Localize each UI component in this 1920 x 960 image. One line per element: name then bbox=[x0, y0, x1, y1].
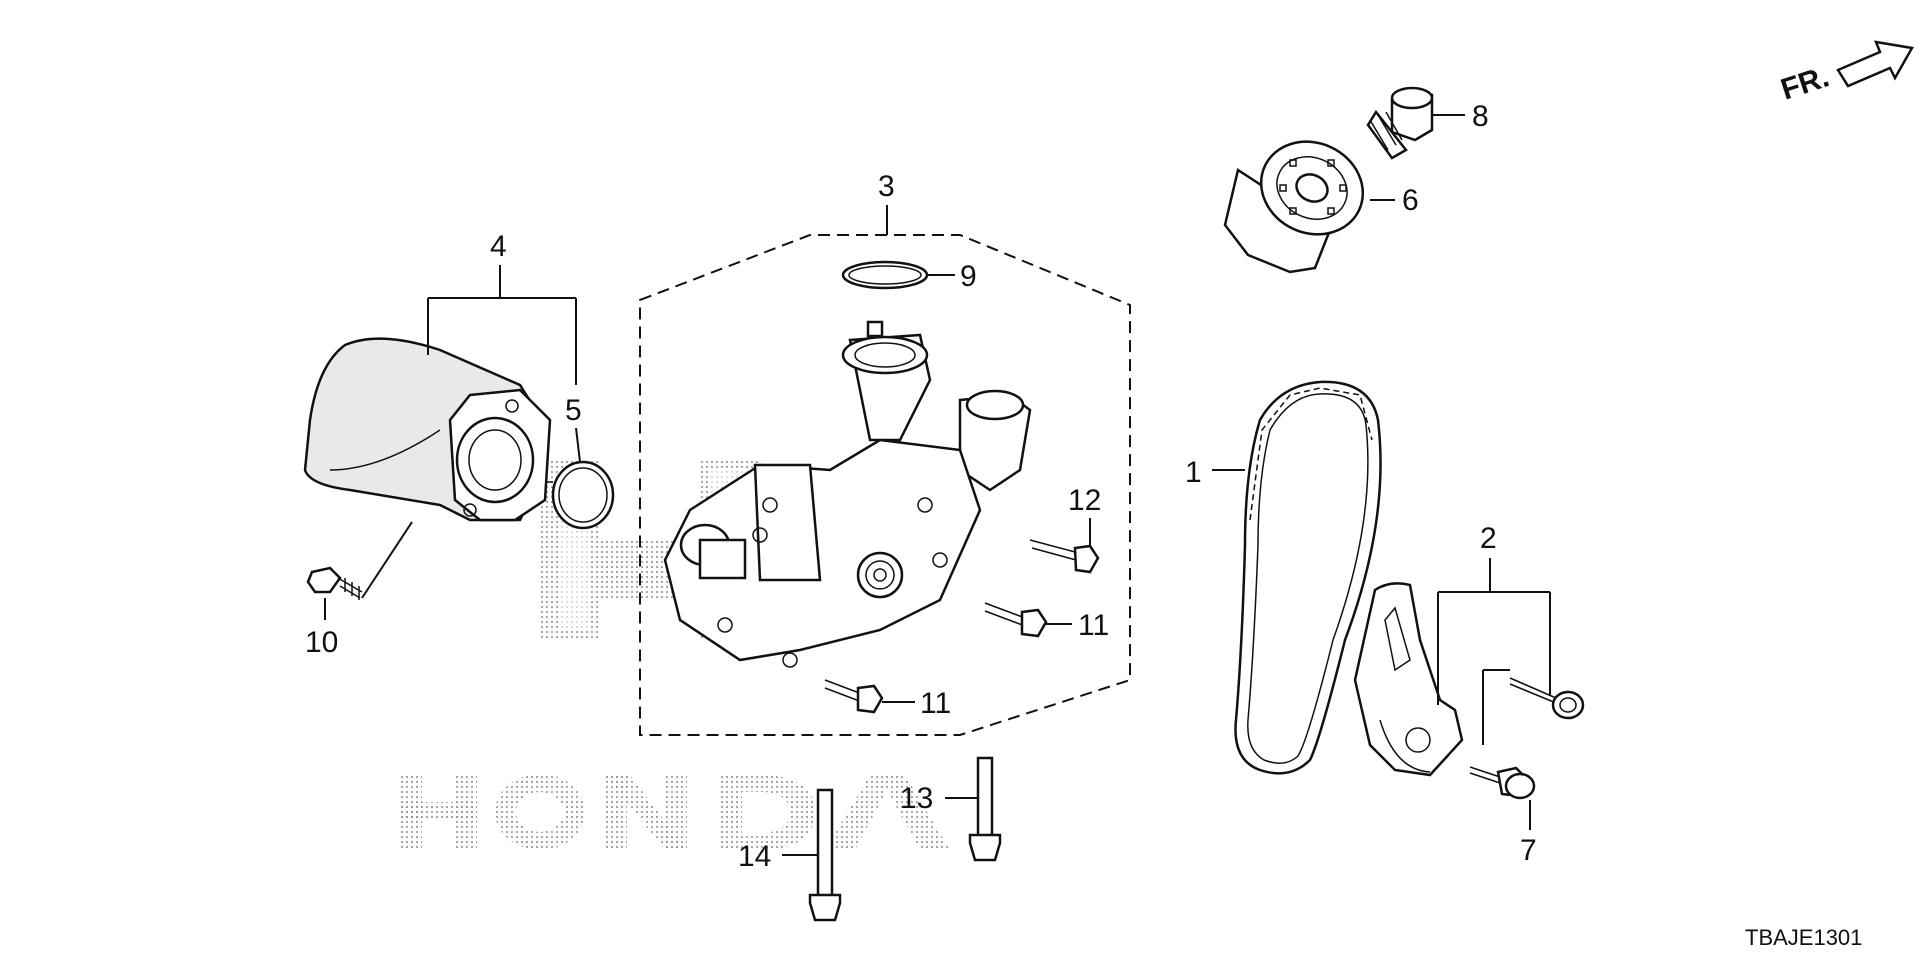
bolt-12 bbox=[1029, 539, 1100, 574]
callout-9: 9 bbox=[960, 260, 977, 293]
oring-9 bbox=[841, 260, 929, 290]
callout-2: 2 bbox=[1480, 522, 1497, 555]
tensioner-bolt-7 bbox=[1469, 766, 1536, 800]
front-label: FR. bbox=[1777, 60, 1833, 106]
filter-fitting bbox=[1366, 86, 1434, 160]
callout-11-lower: 11 bbox=[920, 687, 951, 720]
cam-chain bbox=[1234, 380, 1382, 775]
bolt-11-lower bbox=[824, 679, 884, 714]
bolt-11-upper bbox=[984, 602, 1048, 638]
tensioner-bolt-long bbox=[1509, 677, 1585, 720]
callout-7: 7 bbox=[1520, 834, 1537, 867]
callout-5: 5 bbox=[565, 394, 582, 427]
oil-pump-body bbox=[663, 320, 1032, 668]
callout-14: 14 bbox=[738, 840, 771, 873]
callout-12: 12 bbox=[1068, 484, 1101, 517]
callout-4: 4 bbox=[490, 230, 507, 263]
callouts: 1 2 3 4 5 6 7 8 9 10 11 11 12 13 14 bbox=[305, 100, 1537, 873]
bolt-14 bbox=[808, 788, 842, 922]
strainer-gasket bbox=[545, 460, 615, 530]
leader-lines bbox=[324, 114, 1551, 856]
callout-3: 3 bbox=[878, 170, 895, 203]
front-direction-indicator: FR. bbox=[1777, 40, 1914, 107]
callout-6: 6 bbox=[1402, 184, 1419, 217]
diagram-code: TBAJE1301 bbox=[1745, 925, 1862, 950]
callout-13: 13 bbox=[900, 782, 933, 815]
bolt-10 bbox=[306, 566, 363, 600]
assembly-3-boundary bbox=[639, 234, 1131, 736]
callout-11-upper: 11 bbox=[1078, 609, 1109, 642]
chain-tensioner bbox=[1353, 582, 1464, 777]
callout-10: 10 bbox=[305, 626, 338, 659]
oil-strainer-housing bbox=[303, 337, 552, 522]
callout-1: 1 bbox=[1185, 456, 1202, 489]
callout-8: 8 bbox=[1472, 100, 1489, 133]
oil-filter bbox=[1223, 140, 1365, 274]
bolt-13 bbox=[968, 756, 1002, 862]
